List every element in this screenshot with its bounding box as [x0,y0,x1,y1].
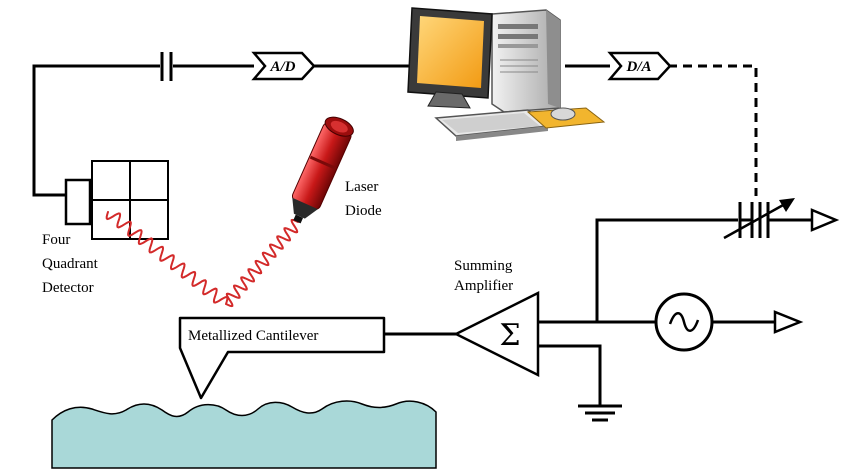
amplifier-label: Summing Amplifier [454,258,516,294]
monitor-icon [407,7,493,109]
cantilever: Metallized Cantilever [178,316,386,400]
output-arrow-icon [810,208,840,232]
cantilever-label: Metallized Cantilever [188,328,318,344]
ac-source-icon [654,292,714,352]
sigma-symbol: Σ [499,318,520,353]
laser-diode [291,116,354,224]
summing-amplifier: Σ [453,290,540,378]
laser-label: Laser Diode [345,179,382,219]
adc-converter: A/D [251,51,316,81]
sample-surface [51,400,437,469]
tower-icon [491,9,561,113]
capacitor-icon [160,52,173,81]
detector-label: Four Quadrant Detector [42,232,102,296]
adc-label: A/D [269,59,295,75]
circuit-wires [32,64,812,406]
ground-icon [578,404,622,422]
computer-icon [407,7,606,141]
laser-beam [105,211,299,308]
dac-converter: D/A [607,51,672,81]
mouse-icon [526,107,606,129]
dac-label: D/A [625,59,651,75]
output-arrow-icon [773,310,804,334]
varactor-icon [723,198,795,240]
